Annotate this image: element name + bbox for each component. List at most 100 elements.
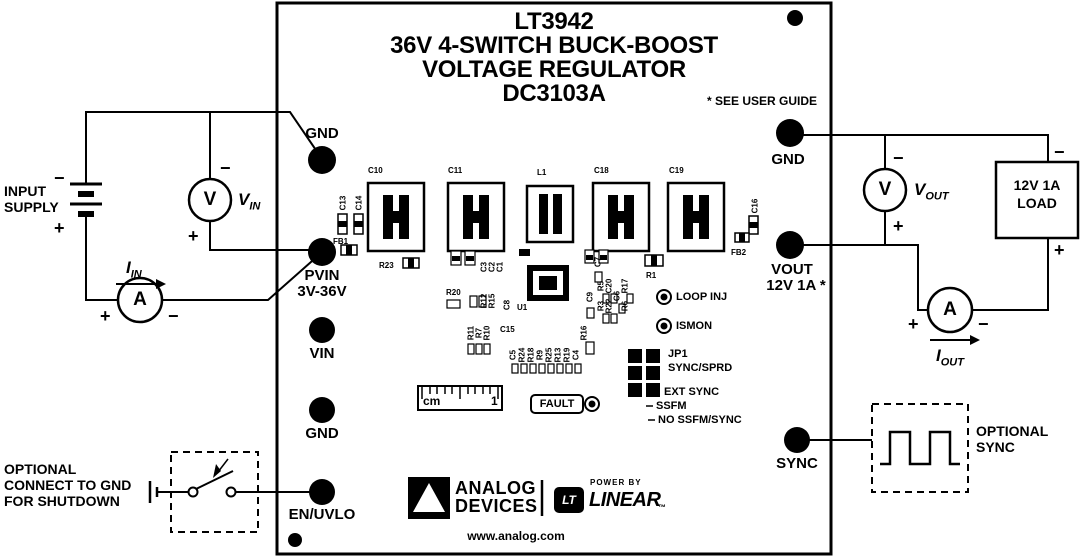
capacitor-c11 bbox=[446, 181, 506, 253]
component-label-c18: C18 bbox=[594, 166, 609, 175]
vout-meter-plus-sign: + bbox=[893, 216, 904, 236]
load-plus-sign: + bbox=[1054, 240, 1065, 260]
component-label-r20: R20 bbox=[446, 288, 461, 297]
user-guide-note: * SEE USER GUIDE bbox=[706, 94, 818, 108]
terminal-label-gnd-mid: GND bbox=[305, 425, 339, 442]
component-label-u1: U1 bbox=[517, 303, 528, 312]
adi-brand-line2: DEVICES bbox=[455, 496, 538, 516]
terminal-label-pvin: PVIN bbox=[304, 267, 340, 284]
jp1-label: JP1 bbox=[668, 348, 688, 360]
vin-subscript: IN bbox=[249, 200, 261, 213]
power-by-label: POWER BY bbox=[590, 478, 642, 487]
iin-measure-label: IIN bbox=[126, 258, 142, 280]
vout-subscript: OUT bbox=[925, 190, 949, 203]
linear-tm: ™ bbox=[658, 503, 666, 512]
iout-meter-minus-sign: − bbox=[978, 314, 989, 334]
ic-u1 bbox=[527, 265, 569, 301]
capacitor-c19 bbox=[666, 181, 726, 253]
board-title-description2: VOLTAGE REGULATOR bbox=[422, 56, 686, 83]
load-rating-label: 12V 1A bbox=[1013, 177, 1061, 193]
shutdown-note-line1: OPTIONAL bbox=[4, 461, 77, 477]
component-label-c19: C19 bbox=[669, 166, 684, 175]
vin-meter-plus-sign: + bbox=[188, 226, 199, 246]
board-title-block: LT3942 36V 4-SWITCH BUCK-BOOST VOLTAGE R… bbox=[390, 10, 718, 106]
jp1-option-ext-sync: EXT SYNC bbox=[664, 386, 720, 398]
small-component-bands bbox=[338, 221, 758, 268]
component-label-c13: C13 bbox=[338, 195, 348, 211]
ammeter-iin-circle bbox=[116, 276, 164, 324]
jp1-option-ssfm: SSFM bbox=[656, 400, 687, 412]
linear-logo-text: LINEAR bbox=[589, 489, 661, 511]
terminal-vout bbox=[776, 231, 804, 259]
testpoint-ismon bbox=[656, 318, 672, 334]
iin-symbol: I bbox=[126, 258, 131, 277]
terminal-gnd-mid bbox=[309, 397, 335, 423]
testpoint-loop-inj bbox=[656, 289, 672, 305]
terminal-label-en-uvlo: EN/UVLO bbox=[288, 506, 356, 523]
input-supply-label1: INPUT bbox=[4, 183, 46, 199]
board-title-model: DC3103A bbox=[502, 80, 606, 107]
optional-sync-label1: OPTIONAL bbox=[976, 423, 1049, 439]
component-label-r6: R6 bbox=[620, 300, 630, 312]
terminal-label-gnd-right: GND bbox=[771, 151, 805, 168]
optional-sync-source bbox=[871, 403, 969, 493]
component-label-c14: C14 bbox=[354, 195, 364, 211]
component-label-c1: C1 bbox=[495, 261, 505, 273]
battery-minus-sign: − bbox=[54, 168, 65, 188]
component-label-r24: R24 bbox=[517, 347, 527, 363]
terminal-en-uvlo bbox=[309, 479, 335, 505]
capacitor-c10 bbox=[366, 181, 426, 253]
shutdown-circuit bbox=[148, 451, 322, 533]
component-label-r9: R9 bbox=[535, 349, 545, 361]
vout-symbol: V bbox=[914, 180, 926, 199]
jp1-function-label: SYNC/SPRD bbox=[668, 362, 733, 374]
ruler bbox=[417, 385, 503, 411]
component-label-r16: R16 bbox=[579, 325, 589, 341]
terminal-label-vin: VIN bbox=[309, 345, 335, 362]
jp1-option-no-ssfm-sync: NO SSFM/SYNC bbox=[658, 414, 742, 426]
optional-sync-label2: SYNC bbox=[976, 439, 1015, 455]
shutdown-note-line3: FOR SHUTDOWN bbox=[4, 493, 120, 509]
analog-devices-logo bbox=[408, 477, 450, 519]
voltmeter-vin-letter: V bbox=[203, 189, 217, 210]
jumper-jp1-header bbox=[628, 349, 660, 397]
vout-measure-label: VOUT bbox=[914, 180, 949, 202]
voltmeter-vout-circle bbox=[862, 167, 908, 213]
terminal-label-vout: VOUT bbox=[771, 261, 813, 278]
adi-brand-line1: ANALOG bbox=[455, 478, 536, 498]
component-label-c9: C9 bbox=[585, 291, 595, 303]
terminal-label-sync: SYNC bbox=[776, 455, 818, 472]
load-box bbox=[994, 160, 1080, 240]
iout-subscript: OUT bbox=[940, 356, 964, 369]
input-supply-label2: SUPPLY bbox=[4, 199, 59, 215]
component-label-c7: C7 bbox=[593, 256, 603, 268]
mounting-hole-top bbox=[787, 10, 803, 26]
ismon-label: ISMON bbox=[676, 320, 713, 332]
battery-plus-sign: + bbox=[54, 218, 65, 238]
component-label-r23: R23 bbox=[379, 261, 394, 270]
vout-meter-minus-sign: − bbox=[893, 148, 904, 168]
load-label: LOAD bbox=[1017, 195, 1057, 211]
vin-meter-minus-sign: − bbox=[220, 158, 231, 178]
vin-symbol: V bbox=[238, 190, 250, 209]
terminal-pvin bbox=[308, 238, 336, 266]
component-label-r17: R17 bbox=[620, 278, 630, 294]
component-label-c8: C8 bbox=[502, 299, 512, 311]
loop-inj-label: LOOP INJ bbox=[676, 291, 728, 303]
component-label-r25: R25 bbox=[544, 347, 554, 363]
terminal-gnd-left bbox=[308, 146, 336, 174]
component-label-c10: C10 bbox=[368, 166, 383, 175]
terminal-gnd-right bbox=[776, 119, 804, 147]
lt-logo-text: LT bbox=[562, 493, 576, 507]
component-label-r13: R13 bbox=[553, 347, 563, 363]
voltmeter-vin-circle bbox=[187, 177, 233, 223]
ammeter-iout-letter: A bbox=[943, 299, 957, 320]
board-title-description1: 36V 4-SWITCH BUCK-BOOST bbox=[390, 32, 718, 59]
component-label-c4: C4 bbox=[571, 349, 581, 361]
ammeter-iin-letter: A bbox=[133, 289, 147, 310]
iout-measure-label: IOUT bbox=[936, 346, 964, 368]
voltmeter-vout-letter: V bbox=[878, 179, 892, 200]
iin-meter-plus-sign: + bbox=[100, 306, 111, 326]
capacitor-c18 bbox=[591, 181, 651, 253]
